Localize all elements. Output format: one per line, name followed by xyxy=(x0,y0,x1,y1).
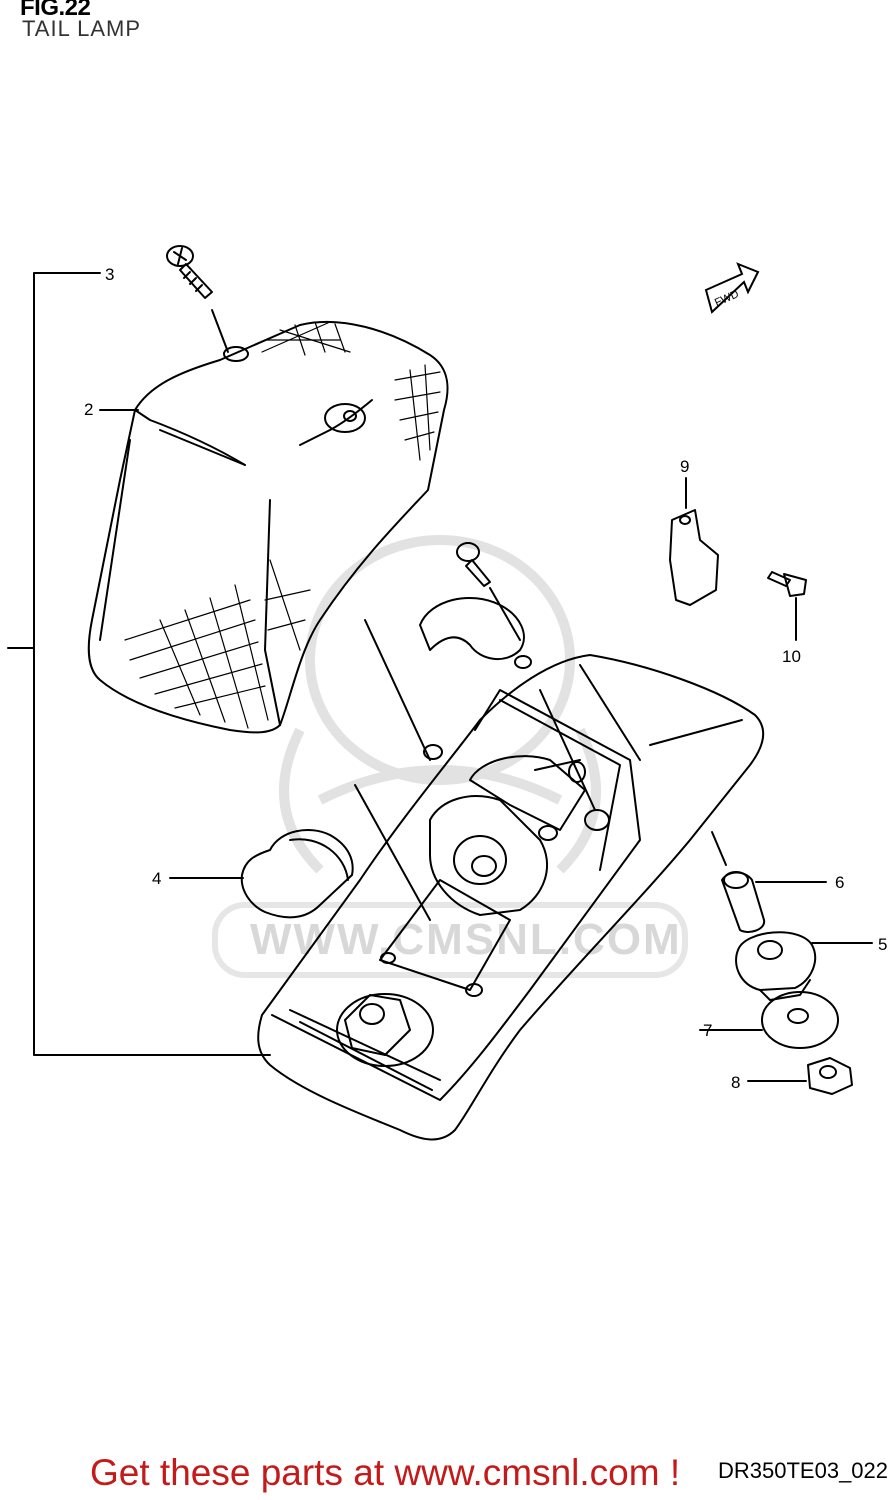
callout-10: 10 xyxy=(782,647,801,666)
cushion-part-5 xyxy=(735,931,873,1001)
washer-part-7 xyxy=(699,991,839,1049)
terminal-part-9 xyxy=(669,477,719,606)
callout-5: 5 xyxy=(878,935,887,954)
housing xyxy=(257,587,765,1141)
callout-8: 8 xyxy=(731,1073,740,1092)
lens-hatch xyxy=(124,321,441,729)
figure-code: DR350TE03_022 xyxy=(718,1458,889,1483)
callout-4: 4 xyxy=(152,869,161,888)
callout-2: 2 xyxy=(84,400,93,419)
bulb-part-4 xyxy=(240,829,354,919)
lens-part-2 xyxy=(87,320,449,734)
screw-part-3 xyxy=(166,245,229,353)
callout-7: 7 xyxy=(703,1021,712,1040)
figure-subtitle: TAIL LAMP xyxy=(22,16,142,41)
clamp-screw xyxy=(419,542,532,669)
assembly-bracket xyxy=(33,272,271,1056)
spacer-part-6 xyxy=(711,831,827,933)
screw-part-10 xyxy=(767,571,807,641)
callout-6: 6 xyxy=(835,873,844,892)
callout-9: 9 xyxy=(680,457,689,476)
figure-title: FIG.22 xyxy=(20,0,91,21)
promo-text: Get these parts at www.cmsnl.com ! xyxy=(90,1452,681,1493)
fwd-arrow-icon: FWD xyxy=(704,262,760,314)
watermark-text: WWW.CMSNL.COM xyxy=(250,915,682,964)
callout-3: 3 xyxy=(105,265,114,284)
nut-part-8 xyxy=(747,1057,853,1095)
